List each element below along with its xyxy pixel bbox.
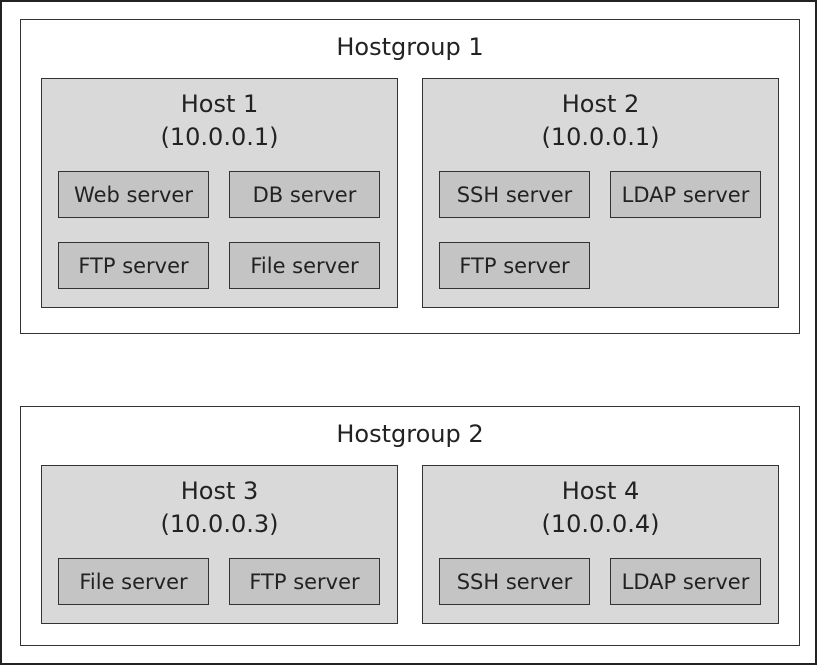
- host-ip-address: (10.0.0.1): [160, 123, 279, 151]
- hostgroup-2: Hostgroup 2 Host 3 (10.0.0.3) File serve…: [20, 406, 800, 646]
- host-3: Host 3 (10.0.0.3) File server FTP server: [41, 465, 398, 624]
- hostgroup-title: Hostgroup 2: [336, 420, 484, 448]
- host-2: Host 2 (10.0.0.1) SSH server LDAP server…: [422, 78, 779, 308]
- host-name: Host 2: [561, 90, 640, 118]
- service-box: FTP server: [439, 242, 590, 289]
- host-ip-address: (10.0.0.3): [160, 510, 279, 538]
- service-box: FTP server: [58, 242, 209, 289]
- service-box: SSH server: [439, 171, 590, 218]
- host-ip-address: (10.0.0.4): [541, 510, 660, 538]
- hostgroup-1: Hostgroup 1 Host 1 (10.0.0.1) Web server…: [20, 19, 800, 334]
- service-box: File server: [58, 558, 209, 605]
- hostgroup-title: Hostgroup 1: [336, 33, 484, 61]
- service-box: DB server: [229, 171, 380, 218]
- service-box: LDAP server: [610, 171, 761, 218]
- host-name: Host 4: [561, 477, 640, 505]
- host-name: Host 1: [180, 90, 259, 118]
- service-box: FTP server: [229, 558, 380, 605]
- service-box: LDAP server: [610, 558, 761, 605]
- service-box: SSH server: [439, 558, 590, 605]
- host-name: Host 3: [180, 477, 259, 505]
- service-box: File server: [229, 242, 380, 289]
- host-ip-address: (10.0.0.1): [541, 123, 660, 151]
- service-box: Web server: [58, 171, 209, 218]
- host-4: Host 4 (10.0.0.4) SSH server LDAP server: [422, 465, 779, 624]
- host-1: Host 1 (10.0.0.1) Web server DB server F…: [41, 78, 398, 308]
